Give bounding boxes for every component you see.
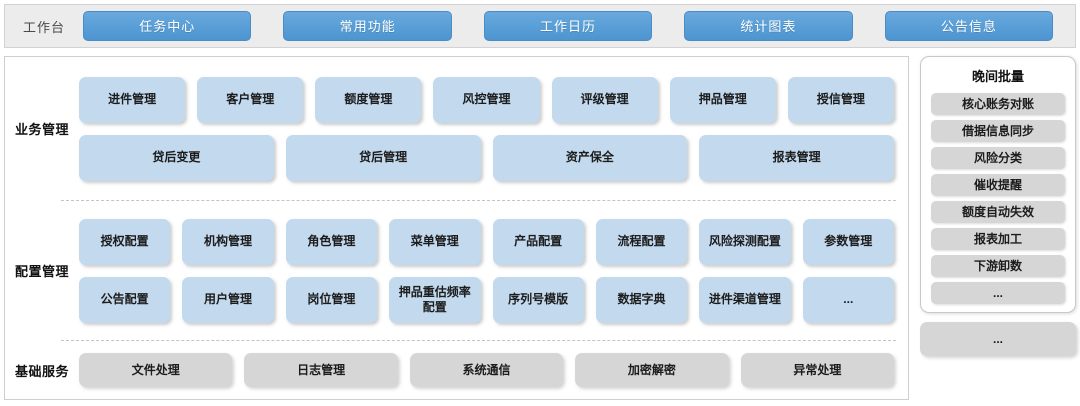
base-services-row-1: 文件处理 日志管理 系统通信 加密解密 异常处理 <box>79 353 895 388</box>
module-card-position-mgmt[interactable]: 岗位管理 <box>285 276 378 323</box>
module-card-menu-mgmt[interactable]: 菜单管理 <box>389 218 481 265</box>
night-batch-panel: 晚间批量 核心账务对账 借据信息同步 风险分类 催收提醒 额度自动失效 报表加工… <box>920 56 1076 313</box>
module-card-report-mgmt[interactable]: 报表管理 <box>699 134 894 181</box>
batch-item-risk-classification[interactable]: 风险分类 <box>931 147 1065 169</box>
configuration-rows: 授权配置 机构管理 角色管理 菜单管理 产品配置 流程配置 风险探测配置 参数管… <box>79 218 908 323</box>
module-card-product-config[interactable]: 产品配置 <box>492 218 584 265</box>
batch-item-more[interactable]: ... <box>931 282 1065 304</box>
night-batch-sidebar: 晚间批量 核心账务对账 借据信息同步 风险分类 催收提醒 额度自动失效 报表加工… <box>920 56 1076 400</box>
batch-item-core-accounting-reconciliation[interactable]: 核心账务对账 <box>931 93 1065 115</box>
module-card-authorization-config[interactable]: 授权配置 <box>79 218 171 265</box>
module-card-credit-limit-mgmt[interactable]: 额度管理 <box>315 76 422 123</box>
module-card-collateral-revaluation-config[interactable]: 押品重估频率配置 <box>389 276 481 323</box>
module-card-user-mgmt[interactable]: 用户管理 <box>182 276 274 323</box>
module-card-configuration-more[interactable]: ... <box>802 276 894 323</box>
batch-item-downstream-data-export[interactable]: 下游卸数 <box>931 255 1065 277</box>
tab-work-calendar[interactable]: 工作日历 <box>483 11 653 41</box>
module-card-rating-mgmt[interactable]: 评级管理 <box>551 76 658 123</box>
module-card-application-mgmt[interactable]: 进件管理 <box>79 76 186 123</box>
module-card-post-loan-mgmt[interactable]: 贷后管理 <box>285 134 481 181</box>
section-divider-2 <box>61 340 896 342</box>
module-card-data-dictionary[interactable]: 数据字典 <box>595 276 688 323</box>
module-card-role-mgmt[interactable]: 角色管理 <box>285 218 378 265</box>
night-batch-title: 晚间批量 <box>971 69 1024 84</box>
module-card-system-communication[interactable]: 系统通信 <box>409 353 564 388</box>
module-card-risk-control-mgmt[interactable]: 风控管理 <box>433 76 540 123</box>
section-divider-1 <box>61 200 896 202</box>
module-card-process-config[interactable]: 流程配置 <box>595 218 688 265</box>
section-label-business: 业务管理 <box>14 122 69 138</box>
section-base-services: 基础服务 文件处理 日志管理 系统通信 加密解密 异常处理 <box>5 341 908 399</box>
business-rows: 进件管理 客户管理 额度管理 风控管理 评级管理 押品管理 授信管理 贷后变更 … <box>79 76 908 181</box>
tab-task-center[interactable]: 任务中心 <box>83 11 252 41</box>
batch-item-report-processing[interactable]: 报表加工 <box>931 228 1065 250</box>
module-card-file-processing[interactable]: 文件处理 <box>79 353 233 388</box>
module-card-customer-mgmt[interactable]: 客户管理 <box>197 76 304 123</box>
business-row-1: 进件管理 客户管理 额度管理 风控管理 评级管理 押品管理 授信管理 <box>79 76 894 123</box>
tab-statistics-chart[interactable]: 统计图表 <box>684 11 853 41</box>
tab-announcement[interactable]: 公告信息 <box>884 11 1054 41</box>
section-configuration-management: 配置管理 授权配置 机构管理 角色管理 菜单管理 产品配置 流程配置 风险探测配… <box>5 201 908 340</box>
configuration-row-1: 授权配置 机构管理 角色管理 菜单管理 产品配置 流程配置 风险探测配置 参数管… <box>79 218 894 265</box>
module-card-log-mgmt[interactable]: 日志管理 <box>244 353 398 388</box>
top-navigation-bar: 工作台 任务中心 常用功能 工作日历 统计图表 公告信息 <box>4 4 1076 48</box>
configuration-row-2: 公告配置 用户管理 岗位管理 押品重估频率配置 序列号模版 数据字典 进件渠道管… <box>79 276 894 323</box>
module-card-serial-number-template[interactable]: 序列号模版 <box>492 276 584 323</box>
section-label-configuration: 配置管理 <box>14 264 69 280</box>
module-card-risk-detection-config[interactable]: 风险探测配置 <box>699 218 791 265</box>
sidebar-more-card[interactable]: ... <box>920 322 1076 356</box>
module-map-panel: 业务管理 进件管理 客户管理 额度管理 风控管理 评级管理 押品管理 授信管理 … <box>4 56 909 400</box>
tab-common-functions[interactable]: 常用功能 <box>283 11 452 41</box>
module-card-announcement-config[interactable]: 公告配置 <box>79 276 171 323</box>
module-card-encryption-decryption[interactable]: 加密解密 <box>575 353 729 388</box>
module-card-organization-mgmt[interactable]: 机构管理 <box>182 218 274 265</box>
module-card-application-channel-mgmt[interactable]: 进件渠道管理 <box>699 276 791 323</box>
business-row-2: 贷后变更 贷后管理 资产保全 报表管理 <box>79 134 894 181</box>
module-card-exception-handling[interactable]: 异常处理 <box>740 353 895 388</box>
module-card-asset-preservation[interactable]: 资产保全 <box>492 134 688 181</box>
section-label-base-services: 基础服务 <box>14 363 69 379</box>
batch-item-collection-reminder[interactable]: 催收提醒 <box>931 174 1065 196</box>
batch-item-credit-limit-auto-expiry[interactable]: 额度自动失效 <box>931 201 1065 223</box>
module-card-parameter-mgmt[interactable]: 参数管理 <box>802 218 894 265</box>
section-business-management: 业务管理 进件管理 客户管理 额度管理 风控管理 评级管理 押品管理 授信管理 … <box>5 57 908 200</box>
batch-item-loan-receipt-sync[interactable]: 借据信息同步 <box>931 120 1065 142</box>
workbench-label: 工作台 <box>22 19 65 35</box>
top-tab-buttons: 任务中心 常用功能 工作日历 统计图表 公告信息 <box>83 11 1075 41</box>
module-card-collateral-mgmt[interactable]: 押品管理 <box>669 76 776 123</box>
module-card-post-loan-change[interactable]: 贷后变更 <box>79 134 274 181</box>
base-services-rows: 文件处理 日志管理 系统通信 加密解密 异常处理 <box>79 353 908 388</box>
module-card-credit-granting-mgmt[interactable]: 授信管理 <box>787 76 894 123</box>
